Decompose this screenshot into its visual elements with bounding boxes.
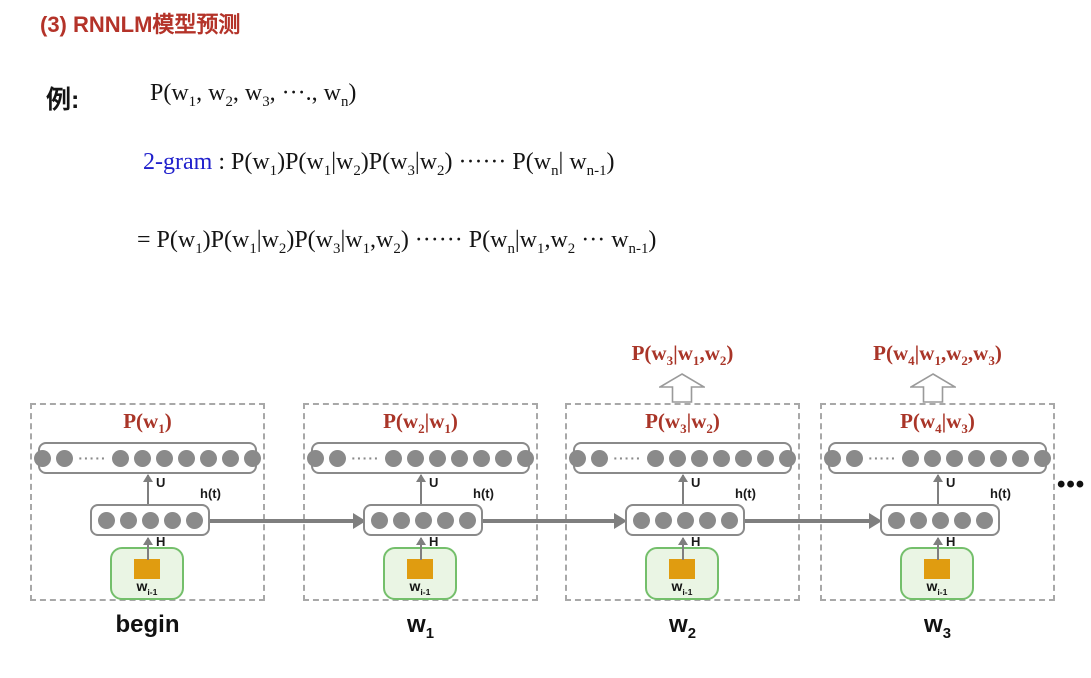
h-arrow-icon bbox=[416, 537, 426, 560]
hidden-layer bbox=[90, 504, 210, 536]
u-arrow-icon bbox=[933, 474, 943, 506]
output-neurons bbox=[569, 449, 609, 467]
formula-2gram: 2-gram : P(w1)P(w1|w2)P(w3|w2) ······ P(… bbox=[143, 149, 615, 179]
hidden-state-label: h(t) bbox=[990, 486, 1011, 501]
hidden-state-label: h(t) bbox=[735, 486, 756, 501]
timestep-word-w3: w3 bbox=[924, 611, 951, 642]
h-weight-label: H bbox=[691, 534, 701, 549]
formula-full-expansion: = P(w1)P(w1|w2)P(w3|w1,w2) ······ P(wn|w… bbox=[137, 227, 657, 257]
output-neurons bbox=[824, 449, 864, 467]
h-arrow-icon bbox=[143, 537, 153, 560]
h-arrow-icon bbox=[933, 537, 943, 560]
recurrent-arrow-1 bbox=[206, 513, 366, 529]
page-title: (3) RNNLM模型预测 bbox=[40, 12, 241, 37]
example-label: 例: bbox=[46, 86, 80, 114]
recurrent-arrow-2 bbox=[479, 513, 627, 529]
input-word-label: wi-1 bbox=[671, 578, 693, 597]
hidden-neurons bbox=[632, 511, 738, 529]
u-arrow-icon bbox=[143, 474, 153, 506]
output-neurons bbox=[34, 449, 74, 467]
recurrent-arrow-3 bbox=[741, 513, 882, 529]
u-arrow-icon bbox=[678, 474, 688, 506]
output-neurons bbox=[384, 449, 534, 467]
hidden-neurons bbox=[887, 511, 993, 529]
output-layer: ····· bbox=[307, 442, 534, 474]
h-arrow-icon bbox=[678, 537, 688, 560]
word-embedding-icon bbox=[134, 559, 160, 579]
timestep-word-begin: begin bbox=[115, 611, 180, 638]
word-embedding-icon bbox=[924, 559, 950, 579]
output-neurons bbox=[307, 449, 347, 467]
output-ellipsis: ····· bbox=[351, 450, 380, 466]
rnn-cell-3: P(w3|w2) ····· U h(t) H wi-1 bbox=[565, 403, 800, 601]
hidden-neurons bbox=[370, 511, 476, 529]
continuation-ellipsis-icon: ••• bbox=[1057, 471, 1086, 498]
word-embedding-icon bbox=[407, 559, 433, 579]
hidden-layer bbox=[363, 504, 483, 536]
output-prob-label: P(w3|w2) bbox=[645, 409, 720, 437]
u-weight-label: U bbox=[156, 475, 166, 490]
h-weight-label: H bbox=[429, 534, 439, 549]
u-weight-label: U bbox=[429, 475, 439, 490]
up-block-arrow-icon bbox=[910, 373, 956, 403]
output-prob-label: P(w1) bbox=[123, 409, 172, 437]
u-weight-label: U bbox=[691, 475, 701, 490]
output-ellipsis: ····· bbox=[78, 450, 107, 466]
word-embedding-icon bbox=[669, 559, 695, 579]
output-ellipsis: ····· bbox=[868, 450, 897, 466]
input-word-label: wi-1 bbox=[136, 578, 158, 597]
output-layer: ····· bbox=[569, 442, 796, 474]
top-prob-label-cell4: P(w4|w1,w2,w3) bbox=[873, 341, 1002, 369]
u-weight-label: U bbox=[946, 475, 956, 490]
hidden-state-label: h(t) bbox=[200, 486, 221, 501]
output-neurons bbox=[646, 449, 796, 467]
top-prob-label-cell3: P(w3|w1,w2) bbox=[631, 341, 734, 369]
output-neurons bbox=[111, 449, 261, 467]
input-word-label: wi-1 bbox=[926, 578, 948, 597]
up-block-arrow-icon bbox=[659, 373, 705, 403]
hidden-layer bbox=[625, 504, 745, 536]
u-arrow-icon bbox=[416, 474, 426, 506]
timestep-word-w1: w1 bbox=[407, 611, 434, 642]
hidden-neurons bbox=[97, 511, 203, 529]
h-weight-label: H bbox=[156, 534, 166, 549]
formula-2gram-expansion: : P(w1)P(w1|w2)P(w3|w2) ······ P(wn| wn-… bbox=[212, 149, 615, 179]
input-word-label: wi-1 bbox=[409, 578, 431, 597]
output-layer: ····· bbox=[34, 442, 261, 474]
output-prob-label: P(w2|w1) bbox=[383, 409, 458, 437]
h-weight-label: H bbox=[946, 534, 956, 549]
rnn-cell-4: P(w4|w3) ····· U h(t) H wi-1 bbox=[820, 403, 1055, 601]
rnn-cell-1: P(w1) ····· U h(t) H wi-1 bbox=[30, 403, 265, 601]
timestep-word-w2: w2 bbox=[669, 611, 696, 642]
formula-2gram-term: 2-gram bbox=[143, 149, 213, 175]
output-ellipsis: ····· bbox=[613, 450, 642, 466]
rnn-cell-2: P(w2|w1) ····· U h(t) H wi-1 bbox=[303, 403, 538, 601]
output-neurons bbox=[901, 449, 1051, 467]
hidden-layer bbox=[880, 504, 1000, 536]
output-layer: ····· bbox=[824, 442, 1051, 474]
hidden-state-label: h(t) bbox=[473, 486, 494, 501]
output-prob-label: P(w4|w3) bbox=[900, 409, 975, 437]
formula-joint-prob: P(w1, w2, w3, ···., wn) bbox=[150, 80, 357, 110]
